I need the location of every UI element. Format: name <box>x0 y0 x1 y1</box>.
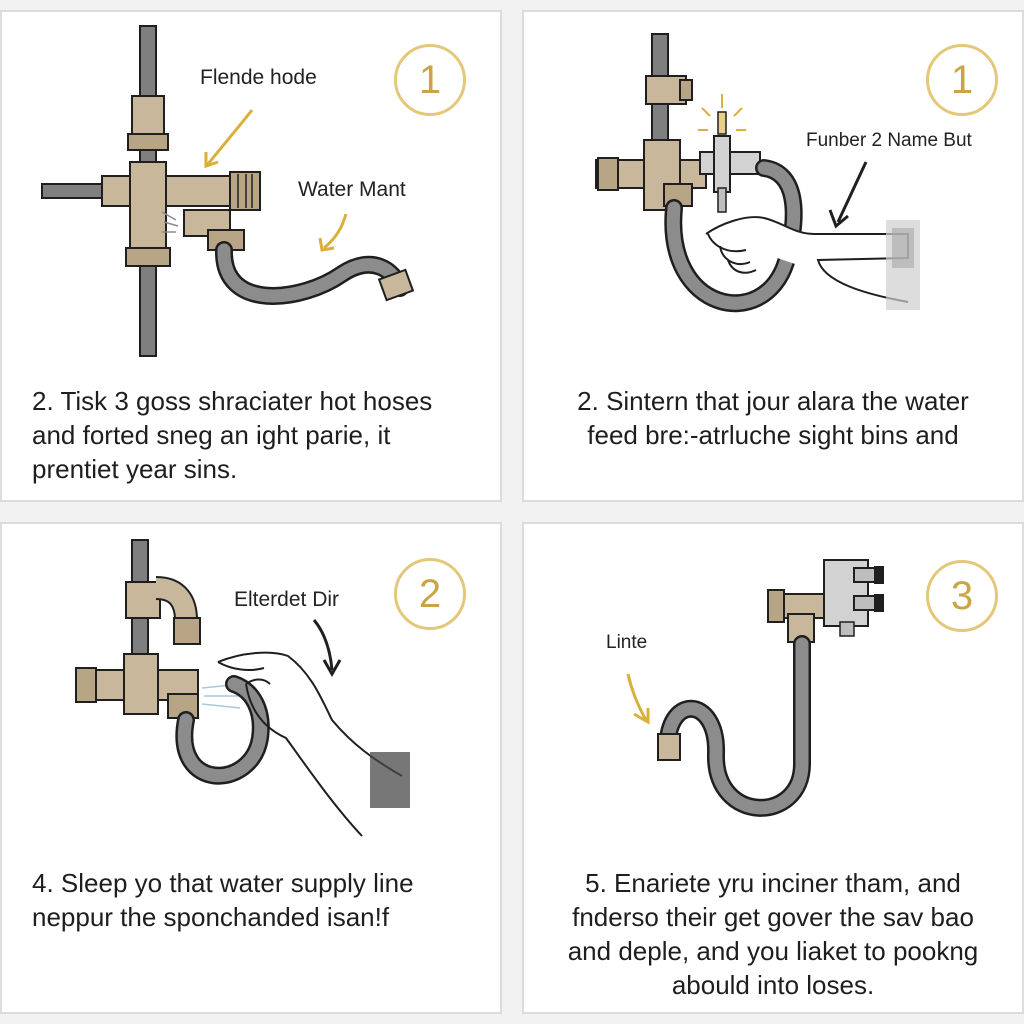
valve-hose-illustration-1 <box>41 25 415 357</box>
caption-line: neppur the sponchanded isan!f <box>32 902 390 932</box>
step-number-badge: 3 <box>926 560 998 632</box>
caption-line: abould into loses. <box>671 970 875 1000</box>
caption-line: 5. Enariete yru inciner tham, and <box>585 868 961 898</box>
step-caption: 2. Sintern that jour alara the water fee… <box>524 384 1022 452</box>
callout-label: Elterdet Dir <box>234 588 340 611</box>
valve-hose-illustration-3 <box>75 539 410 837</box>
valve-hose-illustration-2 <box>595 33 920 313</box>
step-panel-1: 1 Flende hode Water Mant 2. Tisk 3 goss … <box>0 10 502 502</box>
caption-line: 2. Sintern that jour alara the water <box>577 386 969 416</box>
step-panel-2: 1 Funber 2 Name But 2. Sintern that jour… <box>522 10 1024 502</box>
step-caption: 4. Sleep yo that water supply line neppu… <box>32 866 414 934</box>
caption-line: and forted sneg an ight parie, it <box>32 420 391 450</box>
callout-label: Funber 2 Name But <box>806 130 972 151</box>
step-number-badge: 2 <box>394 558 466 630</box>
step-caption: 2. Tisk 3 goss shraciater hot hoses and … <box>32 384 432 486</box>
caption-line: 2. Tisk 3 goss shraciater hot hoses <box>32 386 433 416</box>
step-caption: 5. Enariete yru inciner tham, and fnders… <box>524 866 1022 1002</box>
step-number-badge: 1 <box>926 44 998 116</box>
callout-label: Linte <box>606 632 648 653</box>
caption-line: fnderso their get gover the sav bao <box>572 902 974 932</box>
callout-label: Water Mant <box>298 178 406 201</box>
caption-line: and deple, and you liaket to pookng <box>567 936 979 966</box>
step-panel-3: 2 Elterdet Dir 4. Sleep yo that water su… <box>0 522 502 1014</box>
caption-line: feed bre:-atrluche sight bins and <box>587 420 959 450</box>
valve-hose-illustration-4 <box>626 559 884 817</box>
step-panel-4: 3 Linte 5. Enariete yru inciner tham, an… <box>522 522 1024 1014</box>
step-number-badge: 1 <box>394 44 466 116</box>
caption-line: prentiet year sins. <box>32 454 238 484</box>
callout-label: Flende hode <box>200 66 317 89</box>
caption-line: 4. Sleep yo that water supply line <box>32 868 414 898</box>
